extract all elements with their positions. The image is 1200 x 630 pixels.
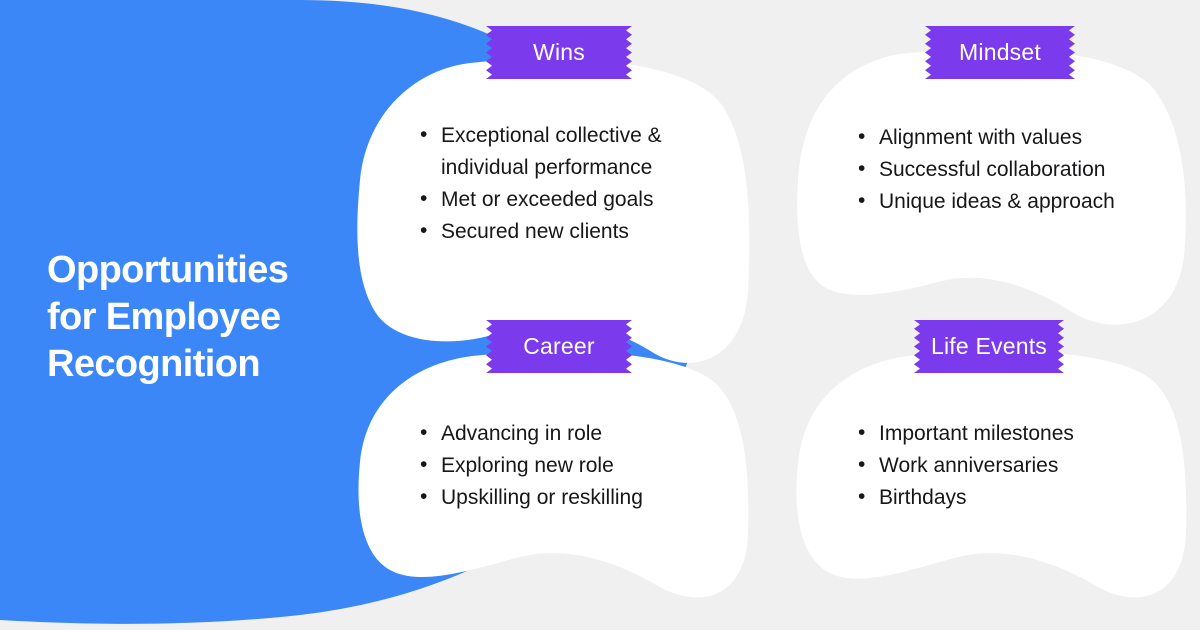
list-item: Alignment with values bbox=[852, 121, 1182, 154]
list-item: Secured new clients bbox=[414, 215, 744, 248]
tag-wins-label: Wins bbox=[533, 39, 585, 65]
list-item: Birthdays bbox=[852, 481, 1182, 514]
list-item: Unique ideas & approach bbox=[852, 185, 1182, 218]
ribbon-zigzag-shape bbox=[914, 320, 1064, 373]
tag-wins[interactable]: Wins bbox=[480, 26, 638, 79]
card-wins: Exceptional collective & individual perf… bbox=[352, 60, 752, 365]
tag-mindset[interactable]: Mindset bbox=[919, 26, 1081, 79]
card-life-events-list: Important milestones Work anniversaries … bbox=[852, 417, 1182, 514]
list-item: Exceptional collective & individual perf… bbox=[414, 119, 744, 184]
ribbon-zigzag-shape bbox=[486, 26, 632, 79]
ribbon-zigzag-shape bbox=[486, 320, 632, 373]
card-life-events: Important milestones Work anniversaries … bbox=[790, 352, 1190, 622]
tag-career-label: Career bbox=[523, 333, 595, 359]
page-title: Opportunities for Employee Recognition bbox=[47, 249, 289, 385]
tag-mindset-label: Mindset bbox=[959, 39, 1041, 65]
card-mindset: Alignment with values Successful collabo… bbox=[790, 50, 1190, 350]
card-career-list: Advancing in role Exploring new role Ups… bbox=[414, 417, 744, 514]
list-item: Upskilling or reskilling bbox=[414, 481, 744, 514]
card-wins-list: Exceptional collective & individual perf… bbox=[414, 119, 744, 248]
list-item: Successful collaboration bbox=[852, 153, 1182, 186]
list-item: Important milestones bbox=[852, 417, 1182, 450]
tag-life-events[interactable]: Life Events bbox=[908, 320, 1070, 373]
list-item: Advancing in role bbox=[414, 417, 744, 450]
list-item: Met or exceeded goals bbox=[414, 183, 744, 216]
list-item: Exploring new role bbox=[414, 449, 744, 482]
tag-life-events-label: Life Events bbox=[931, 333, 1047, 359]
list-item: Work anniversaries bbox=[852, 449, 1182, 482]
tag-career[interactable]: Career bbox=[480, 320, 638, 373]
card-mindset-list: Alignment with values Successful collabo… bbox=[852, 121, 1182, 218]
ribbon-zigzag-shape bbox=[925, 26, 1075, 79]
card-career: Advancing in role Exploring new role Ups… bbox=[352, 352, 752, 622]
